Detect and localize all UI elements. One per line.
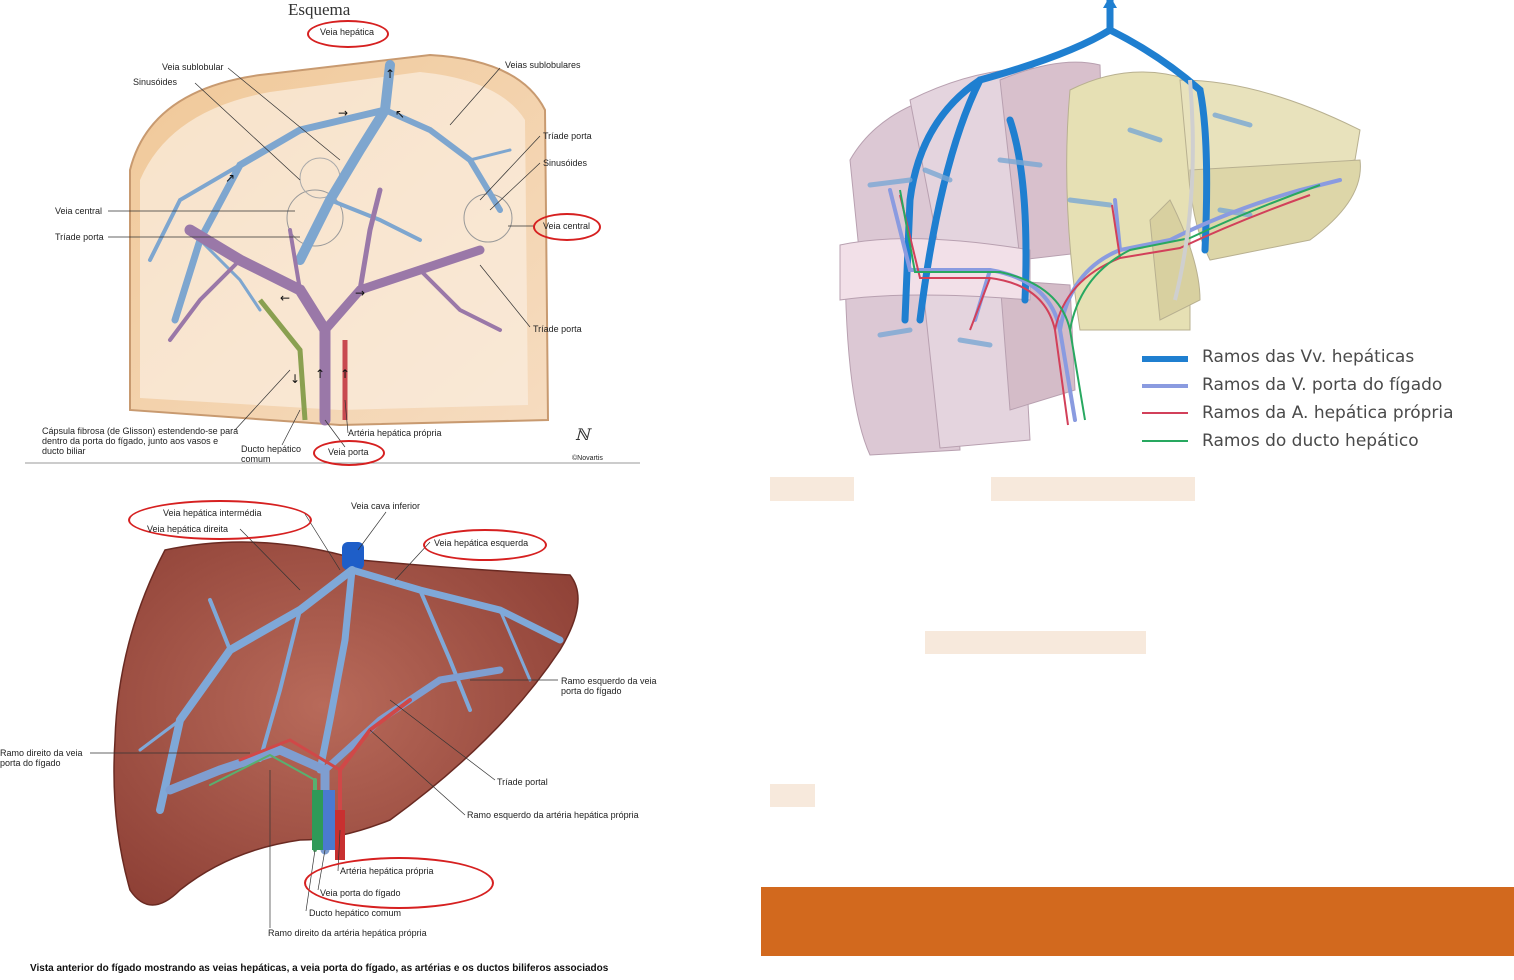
label-arteria-hepatica: Artéria hepática própria	[348, 428, 442, 438]
highlight-ring	[304, 857, 494, 909]
highlight-ring	[128, 500, 312, 540]
label-triade-porta: Tríade porta	[533, 324, 582, 334]
schema-title: Esquema	[288, 0, 351, 19]
label-arteria-propria: Artéria hepática própria	[340, 866, 434, 876]
svg-text:←: ←	[280, 291, 290, 305]
signature: ©Novartis	[572, 455, 603, 462]
svg-text:→: →	[338, 106, 348, 120]
liver-segments-illustration	[839, 0, 1361, 456]
highlight-ring	[307, 20, 389, 48]
highlight-ring	[313, 440, 385, 466]
legend-label: Ramos das Vv. hepáticas	[1202, 347, 1415, 367]
label-capsula: Cápsula fibrosa (de Glisson) estendendo-…	[42, 426, 239, 456]
label-triade-portal: Tríade portal	[497, 777, 548, 787]
label-ramo-esquerdo-porta: Ramo esquerdo da veia porta do fígado	[561, 676, 657, 696]
label-ducto-comum: Ducto hepático comum	[309, 908, 402, 918]
highlight-block	[770, 477, 854, 501]
legend-swatch	[1142, 356, 1188, 362]
liver-schema-panel: Esquema	[0, 0, 650, 470]
label-sinusoides: Sinusóides	[543, 158, 588, 168]
label-triade-porta: Tríade porta	[55, 232, 104, 242]
legend-label: Ramos da A. hepática própria	[1202, 403, 1454, 423]
label-ramo-direito-arteria: Ramo direito da artéria hepática própria	[268, 928, 427, 938]
label-triade-porta: Tríade porta	[543, 131, 592, 141]
label-veia-central: Veia central	[55, 206, 103, 216]
legend-swatch	[1142, 440, 1188, 442]
label-sinusoides: Sinusóides	[133, 77, 178, 87]
label-veia-sublobular: Veia sublobular	[162, 62, 224, 72]
label-ramo-direito-porta: Ramo direito da veia porta do fígado	[0, 748, 83, 768]
figure-caption: Vista anterior do fígado mostrando as ve…	[30, 963, 609, 974]
svg-text:↓: ↓	[290, 372, 300, 386]
svg-text:ℕ: ℕ	[575, 425, 592, 444]
liver-anterior-illustration	[90, 511, 579, 928]
liver-schema-illustration: ↑ → ↖ ↗ ↓ ↑ ↑ ← → ℕ	[25, 53, 640, 464]
highlight-ring	[423, 529, 547, 561]
legend-swatch	[1142, 412, 1188, 414]
label-ducto-hepatico: Ducto hepático comum	[241, 444, 302, 464]
svg-text:↑: ↑	[385, 67, 395, 81]
label-veia-porta-figado: Veia porta do fígado	[320, 888, 401, 898]
label-veias-sublobulares: Veias sublobulares	[505, 60, 581, 70]
svg-text:↑: ↑	[340, 367, 350, 381]
label-veia-intermedia: Veia hepática intermédia	[163, 508, 262, 518]
svg-text:→: →	[355, 286, 365, 300]
legend-label: Ramos da V. porta do fígado	[1202, 375, 1443, 395]
label-veia-esquerda: Veia hepática esquerda	[434, 538, 529, 548]
legend-swatch	[1142, 384, 1188, 388]
svg-text:↗: ↗	[225, 171, 235, 185]
highlight-ring	[533, 213, 601, 241]
liver-segments-panel: Ramos das Vv. hepáticas Ramos da V. port…	[830, 0, 1514, 470]
liver-anterior-panel: Veia hepática intermédia Veia hepática d…	[0, 490, 700, 980]
svg-text:↖: ↖	[395, 107, 405, 121]
svg-text:↑: ↑	[315, 367, 325, 381]
label-veia-cava: Veia cava inferior	[351, 501, 421, 511]
highlight-block	[925, 631, 1146, 654]
label-veia-direita: Veia hepática direita	[147, 524, 229, 534]
footer-bar	[761, 887, 1514, 956]
highlight-block	[991, 477, 1195, 501]
label-ramo-esquerdo-arteria: Ramo esquerdo da artéria hepática própri…	[467, 810, 639, 820]
highlight-block	[770, 784, 815, 807]
legend-label: Ramos do ducto hepático	[1202, 431, 1419, 451]
